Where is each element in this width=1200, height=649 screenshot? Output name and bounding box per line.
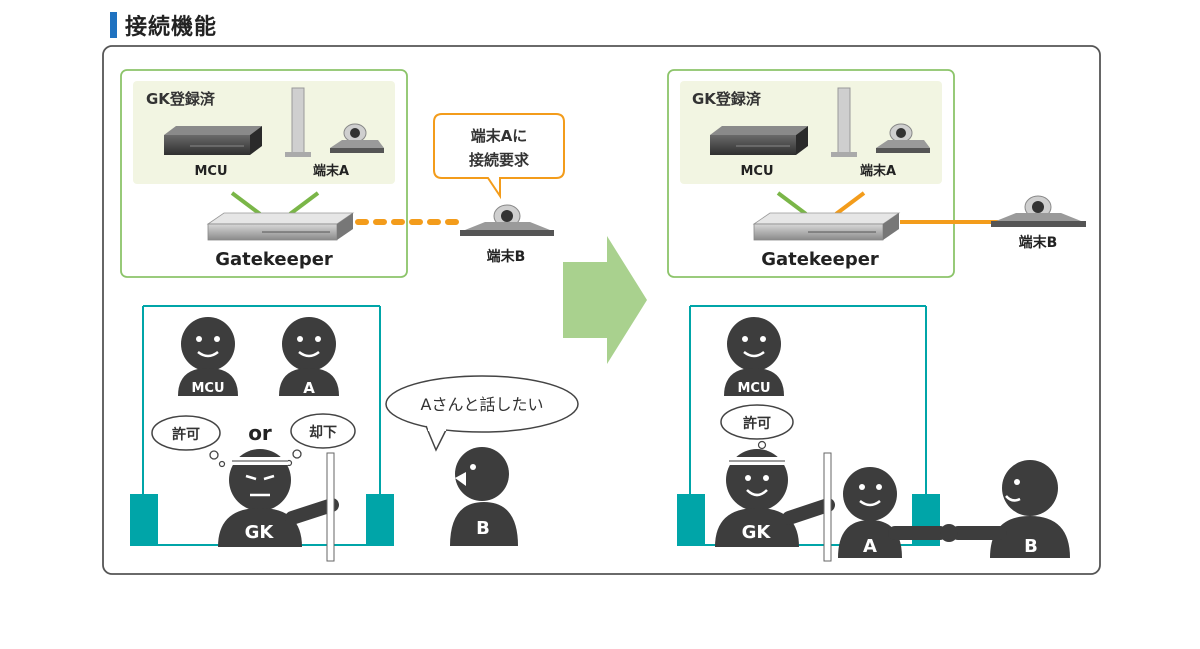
person-mcu-label: MCU xyxy=(191,381,224,396)
person-a-label: A xyxy=(303,379,315,397)
transition-arrow xyxy=(563,236,647,364)
thought-allow-text: 許可 xyxy=(172,426,200,443)
mcu-label: MCU xyxy=(194,164,227,179)
left-door-post xyxy=(130,494,158,546)
person-gk xyxy=(218,449,339,547)
request-line-1: 端末Aに xyxy=(471,127,528,145)
gk-registered-area xyxy=(133,81,395,184)
speech-b-text: Aさんと話したい xyxy=(421,395,544,414)
person-a xyxy=(279,317,339,396)
request-bubble: 端末Aに 接続要求 xyxy=(433,113,565,200)
request-line-2: 接続要求 xyxy=(469,151,530,169)
thought-allow: 許可 xyxy=(151,415,226,468)
mcu-label-right: MCU xyxy=(740,164,773,179)
person-a-label-right: A xyxy=(863,536,877,557)
gk-registered-label: GK登録済 xyxy=(146,90,216,108)
link-mcu-gk xyxy=(230,191,262,216)
speech-b: Aさんと話したい xyxy=(385,375,579,452)
thought-allow-right: 許可 xyxy=(720,404,794,450)
left-door-post-right xyxy=(677,494,705,546)
guard-staff xyxy=(326,452,335,562)
thought-allow-text-right: 許可 xyxy=(743,415,771,432)
link-mcu-gk-right xyxy=(776,191,808,216)
right-panel: GK登録済 MCU 端末A Gatekeeper xyxy=(667,69,1086,562)
mcu-device xyxy=(164,126,262,155)
person-gk-label: GK xyxy=(245,522,275,543)
thought-deny-text: 却下 xyxy=(309,424,337,441)
gk-registered-area-right xyxy=(680,81,942,184)
mcu-device-right xyxy=(710,126,808,155)
thought-deny: 却下 xyxy=(285,413,356,467)
person-b-label: B xyxy=(476,518,490,539)
person-b-right xyxy=(940,460,1070,558)
person-mcu-right xyxy=(724,317,784,396)
person-b xyxy=(450,447,518,546)
terminal-a-label-right: 端末A xyxy=(860,163,896,179)
gatekeeper-device-right xyxy=(752,212,901,241)
gatekeeper-device xyxy=(206,212,355,241)
left-panel: GK登録済 MCU 端末A Gatekeeper xyxy=(120,69,579,562)
section-heading: 接続機能 xyxy=(110,10,217,40)
terminal-b-device-right xyxy=(991,195,1086,227)
terminal-a-label: 端末A xyxy=(313,163,349,179)
person-a-right xyxy=(838,467,947,558)
person-gk-right xyxy=(715,449,835,547)
person-mcu-label-right: MCU xyxy=(737,381,770,396)
guard-staff-right xyxy=(823,452,832,562)
terminal-b-label-right: 端末B xyxy=(1019,234,1058,251)
person-b-label-right: B xyxy=(1024,536,1038,557)
link-terminal-a-gk xyxy=(288,191,320,216)
gk-registered-label-right: GK登録済 xyxy=(692,90,762,108)
or-text: or xyxy=(248,421,272,445)
person-gk-label-right: GK xyxy=(742,522,772,543)
right-door-post xyxy=(366,494,394,546)
terminal-b-device xyxy=(460,204,554,236)
gatekeeper-label: Gatekeeper xyxy=(215,249,333,270)
link-terminal-a-gk-right xyxy=(834,191,866,216)
left-room xyxy=(130,305,394,546)
person-mcu xyxy=(178,317,238,396)
gatekeeper-label-right: Gatekeeper xyxy=(761,249,879,270)
terminal-a-device xyxy=(285,87,384,157)
heading-marker xyxy=(110,12,117,38)
terminal-b-label: 端末B xyxy=(487,248,526,265)
terminal-a-device-right xyxy=(831,87,930,157)
heading-text: 接続機能 xyxy=(125,15,218,40)
